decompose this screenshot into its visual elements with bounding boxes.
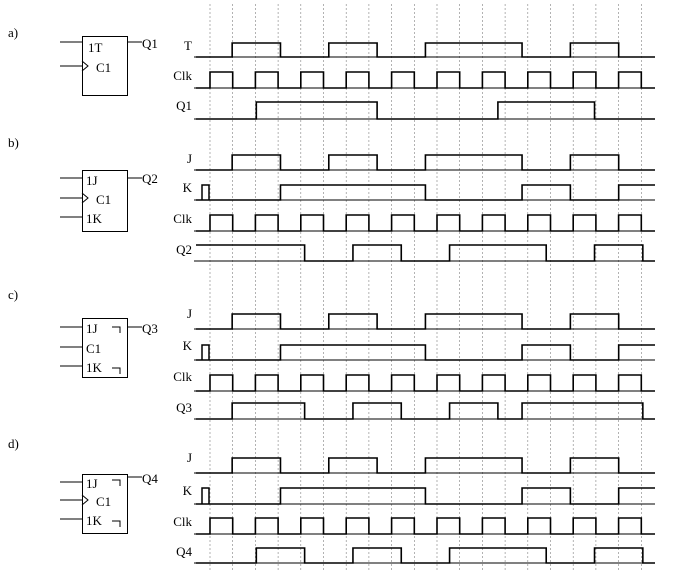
waveform-q1	[196, 101, 655, 120]
panel-label-c: c)	[8, 287, 19, 302]
signal-label-q4: Q4	[176, 544, 192, 559]
jk-flipflop-block	[82, 170, 128, 232]
signal-label-q1: Q1	[176, 98, 192, 113]
signal-label-j: J	[186, 306, 192, 321]
waveform-clk	[196, 214, 655, 232]
output-q4: Q4	[142, 471, 158, 486]
waveform-q4	[196, 547, 655, 564]
pin-1k: 1K	[86, 211, 102, 226]
pin-c1: C1	[96, 60, 112, 75]
pin-c1: C1	[96, 192, 112, 207]
k-spike-pulse	[201, 487, 210, 504]
pin-c1: C1	[96, 494, 112, 509]
signal-label-q2: Q2	[176, 242, 192, 257]
pin-1j: 1J	[86, 173, 98, 188]
signal-label-k: K	[182, 180, 192, 195]
output-q1: Q1	[142, 36, 158, 51]
postponed-output-mark	[112, 326, 121, 333]
signal-label-t: T	[184, 38, 192, 53]
signal-label-clk: Clk	[173, 211, 192, 226]
waveform-k	[196, 487, 655, 505]
signal-label-j: J	[186, 151, 192, 166]
pin-1j: 1J	[86, 321, 98, 336]
pin-1j: 1J	[86, 476, 98, 491]
signal-label-k: K	[182, 338, 192, 353]
waveform-k	[196, 184, 655, 201]
clock-input-triangle	[81, 494, 89, 506]
clock-input-triangle	[81, 60, 89, 72]
pin-1t: 1T	[88, 40, 103, 55]
postponed-output-mark	[112, 479, 121, 486]
signal-label-k: K	[182, 483, 192, 498]
waveform-clk	[196, 374, 655, 392]
waveform-clk	[196, 71, 655, 89]
waveform-j	[196, 457, 655, 474]
signal-label-clk: Clk	[173, 68, 192, 83]
waveform-k	[196, 344, 655, 361]
pin-1k: 1K	[86, 360, 102, 375]
k-spike-pulse	[201, 344, 210, 360]
panel-label-b: b)	[8, 135, 19, 150]
panel-label-a: a)	[8, 25, 19, 40]
waveform-q3	[196, 402, 655, 420]
signal-label-j: J	[186, 450, 192, 465]
pin-c1: C1	[86, 341, 102, 356]
output-q2: Q2	[142, 171, 158, 186]
output-q3: Q3	[142, 321, 158, 336]
pin-1k: 1K	[86, 513, 102, 528]
waveform-t	[196, 42, 655, 58]
waveform-clk	[196, 517, 655, 535]
waveform-j	[196, 313, 655, 330]
panel-label-d: d)	[8, 436, 19, 451]
waveform-q2	[196, 244, 655, 262]
postponed-output-mark	[112, 520, 121, 527]
postponed-output-mark	[112, 367, 121, 374]
k-spike-pulse	[201, 184, 210, 200]
signal-label-clk: Clk	[173, 514, 192, 529]
signal-label-clk: Clk	[173, 369, 192, 384]
signal-label-q3: Q3	[176, 400, 192, 415]
waveform-j	[196, 154, 655, 171]
clock-input-triangle	[81, 192, 89, 204]
t-flipflop-block	[82, 36, 128, 96]
